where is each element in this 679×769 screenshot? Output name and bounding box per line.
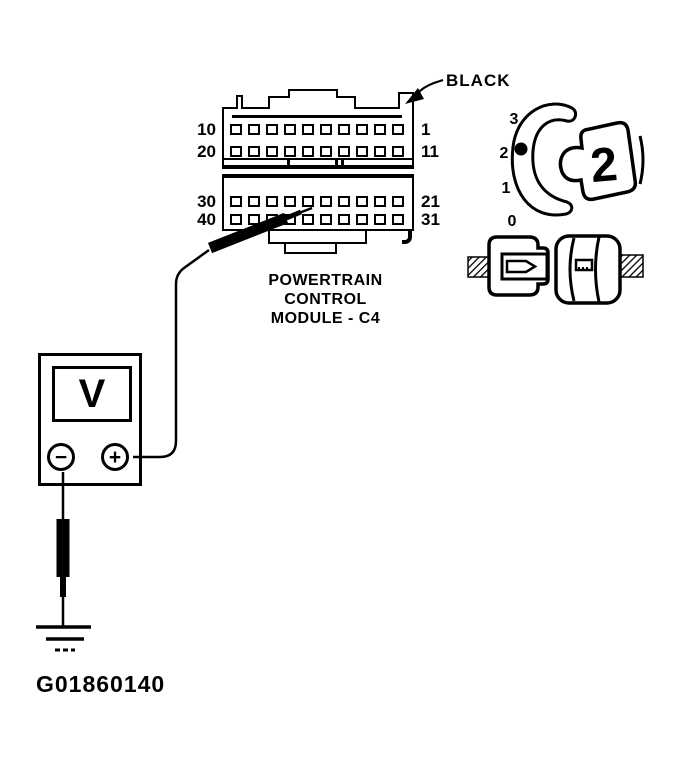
connector-pin — [302, 196, 314, 207]
connector-bottom-hook — [402, 229, 412, 244]
connector-pin — [302, 146, 314, 157]
connector-pin — [248, 196, 260, 207]
pcm-caption-line-1: POWERTRAIN — [268, 272, 383, 289]
connector-pin — [284, 196, 296, 207]
connector-pin — [338, 196, 350, 207]
connector-pin — [320, 196, 332, 207]
connector-pin — [320, 124, 332, 135]
pin-row-10 — [230, 124, 404, 136]
positive-lead-wire — [133, 248, 210, 459]
connector-top-tab-inner — [288, 89, 338, 98]
key-position-number: 2 — [588, 138, 619, 193]
pin-label-left-40: 40 — [197, 210, 216, 229]
connector-pin — [356, 124, 368, 135]
connector-pin — [338, 146, 350, 157]
ground-symbol — [36, 625, 91, 652]
connector-pin — [338, 124, 350, 135]
pin-label-right-11: 11 — [421, 142, 439, 161]
pin-row-30 — [230, 196, 404, 208]
connector-pin — [374, 214, 386, 225]
pin-row-40 — [230, 214, 404, 226]
inline-connector-male — [467, 235, 550, 297]
connector-pin — [338, 214, 350, 225]
pin-label-right-1: 1 — [421, 120, 431, 139]
connector-pin — [230, 124, 242, 135]
divider-tick — [341, 159, 344, 166]
voltmeter-positive-terminal: + — [101, 443, 129, 471]
connector-pin — [374, 146, 386, 157]
connector-pin — [320, 146, 332, 157]
connector-pin — [356, 146, 368, 157]
pcm-caption-line-3: MODULE - C4 — [270, 310, 381, 327]
pin-row-20 — [230, 146, 404, 158]
male-terminal-blade — [505, 259, 538, 274]
connector-pin — [356, 214, 368, 225]
connector-pin — [284, 146, 296, 157]
wire-stub-right — [616, 254, 644, 278]
connector-pin — [266, 146, 278, 157]
voltmeter-display: V — [52, 366, 132, 422]
connector-divider-line — [222, 158, 414, 160]
position-marker-dot — [514, 142, 528, 156]
dial-position-2: 2 — [500, 145, 509, 162]
connector-top-lip — [232, 115, 402, 118]
inline-connector-female — [554, 234, 644, 305]
dial-position-3: 3 — [510, 111, 519, 128]
connector-pin — [230, 146, 242, 157]
pcm-caption: POWERTRAIN CONTROL MODULE - C4 — [248, 271, 403, 328]
connector-pin — [266, 124, 278, 135]
pin-label-left-20: 20 — [197, 142, 216, 161]
connector-pin — [392, 146, 404, 157]
connector-pin — [230, 214, 242, 225]
connector-divider-band — [222, 165, 414, 178]
connector-pin — [374, 124, 386, 135]
divider-tick — [287, 159, 290, 166]
connector-pin — [392, 196, 404, 207]
connector-pin — [392, 124, 404, 135]
connector-pin — [302, 124, 314, 135]
connector-pin — [266, 214, 278, 225]
voltmeter-negative-terminal: − — [47, 443, 75, 471]
pin-label-left-10: 10 — [197, 120, 216, 139]
connector-pin — [374, 196, 386, 207]
pin-label-left-30: 30 — [197, 192, 216, 211]
figure-id-label: G01860140 — [36, 671, 166, 697]
connector-pin — [248, 146, 260, 157]
voltmeter-v-label: V — [78, 371, 106, 416]
connector-pin — [284, 124, 296, 135]
pin-label-right-21: 21 — [421, 192, 440, 211]
connector-pin — [248, 124, 260, 135]
wire-stub-left — [467, 256, 493, 278]
connector-pin — [284, 214, 296, 225]
connector-color-label: BLACK — [446, 71, 511, 90]
connector-pin — [266, 196, 278, 207]
plus-icon: + — [108, 445, 122, 469]
ignition-switch-dial: 3 2 1 0 2 — [500, 102, 645, 230]
connector-bottom-tab-inner — [284, 244, 337, 254]
connector-bottom-tab-outer — [268, 231, 367, 244]
connector-pin — [392, 214, 404, 225]
connector-pin — [320, 214, 332, 225]
connector-pin — [356, 196, 368, 207]
connector-pin — [248, 214, 260, 225]
connector-corner-step — [398, 92, 414, 109]
connector-pin — [230, 196, 242, 207]
switch-housing — [510, 102, 578, 217]
ignition-key — [558, 120, 638, 202]
pcm-caption-line-2: CONTROL — [284, 291, 367, 308]
dial-position-0: 0 — [508, 213, 517, 230]
dial-position-1: 1 — [502, 180, 511, 197]
pin-label-right-31: 31 — [421, 210, 440, 229]
divider-tick — [335, 159, 338, 166]
connector-pin — [302, 214, 314, 225]
connector-index-tab — [236, 95, 243, 109]
minus-icon: − — [54, 445, 68, 469]
